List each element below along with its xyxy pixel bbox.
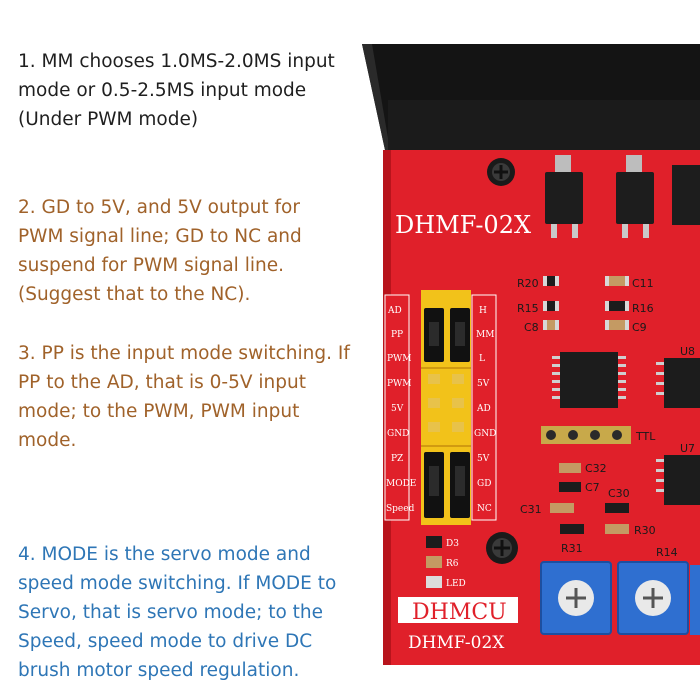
label-u8: U8 [680,345,695,358]
label-c9: C9 [632,321,647,334]
instruction-3: 3. PP is the input mode switching. If PP… [18,343,350,451]
smd-components [543,276,629,534]
label-ttl: TTL [635,430,656,443]
pin-left-pwm-2: PWM [387,379,412,389]
pin-right-mm: MM [476,330,494,340]
mosfet-1 [545,155,583,238]
main-ic [552,352,626,408]
label-r15: R15 [517,302,539,315]
label-c30: C30 [608,487,630,500]
label-led: LED [446,579,466,589]
instruction-2: 2. GD to 5V, and 5V output for PWM signa… [18,197,302,305]
pin-left-ad: AD [387,306,402,316]
pin-left-pwm-1: PWM [387,354,412,364]
instruction-1: 1. MM chooses 1.0MS-2.0MS input mode or … [18,51,335,130]
pin-right-5v-1: 5V [477,379,490,389]
potentiometer-2 [617,561,689,635]
label-r31: R31 [561,542,583,555]
label-c8: C8 [524,321,539,334]
potentiometer-1 [540,561,612,635]
pin-right-gnd: GND [474,429,496,439]
label-c31: C31 [520,503,542,516]
label-r30: R30 [634,524,656,537]
pin-right-5v-2: 5V [477,454,490,464]
label-u7: U7 [680,442,695,455]
label-r6: R6 [446,559,459,569]
pin-left-mode: MODE [386,479,416,489]
jumper-header [384,290,497,525]
pin-right-h: H [479,306,487,316]
mosfet-2 [616,155,654,238]
model-label-top: DHMF-02X [395,211,531,239]
label-r14: R14 [656,546,678,559]
pin-left-pz: PZ [391,454,403,464]
pin-left-gnd: GND [387,429,409,439]
driver-chip-u7 [656,455,700,505]
pin-left-5v: 5V [391,404,404,414]
pin-right-ad: AD [476,404,491,414]
led-section [426,536,442,588]
pin-right-gd: GD [477,479,491,489]
pin-right-l: L [479,354,485,364]
label-d3: D3 [446,539,459,549]
label-c11: C11 [632,277,654,290]
model-label-bottom: DHMF-02X [408,633,505,653]
pin-left-pp: PP [391,330,403,340]
label-c7: C7 [585,481,600,494]
label-c32: C32 [585,462,607,475]
driver-chip-u8 [656,358,700,408]
brand-label: DHMCU [412,600,507,625]
pin-left-speed: Speed [386,504,415,514]
ttl-header [541,426,631,444]
label-r16: R16 [632,302,654,315]
instruction-4: 4. MODE is the servo mode and speed mode… [18,544,337,681]
brand-box [398,597,518,623]
label-r20: R20 [517,277,539,290]
pin-right-nc: NC [477,504,492,514]
